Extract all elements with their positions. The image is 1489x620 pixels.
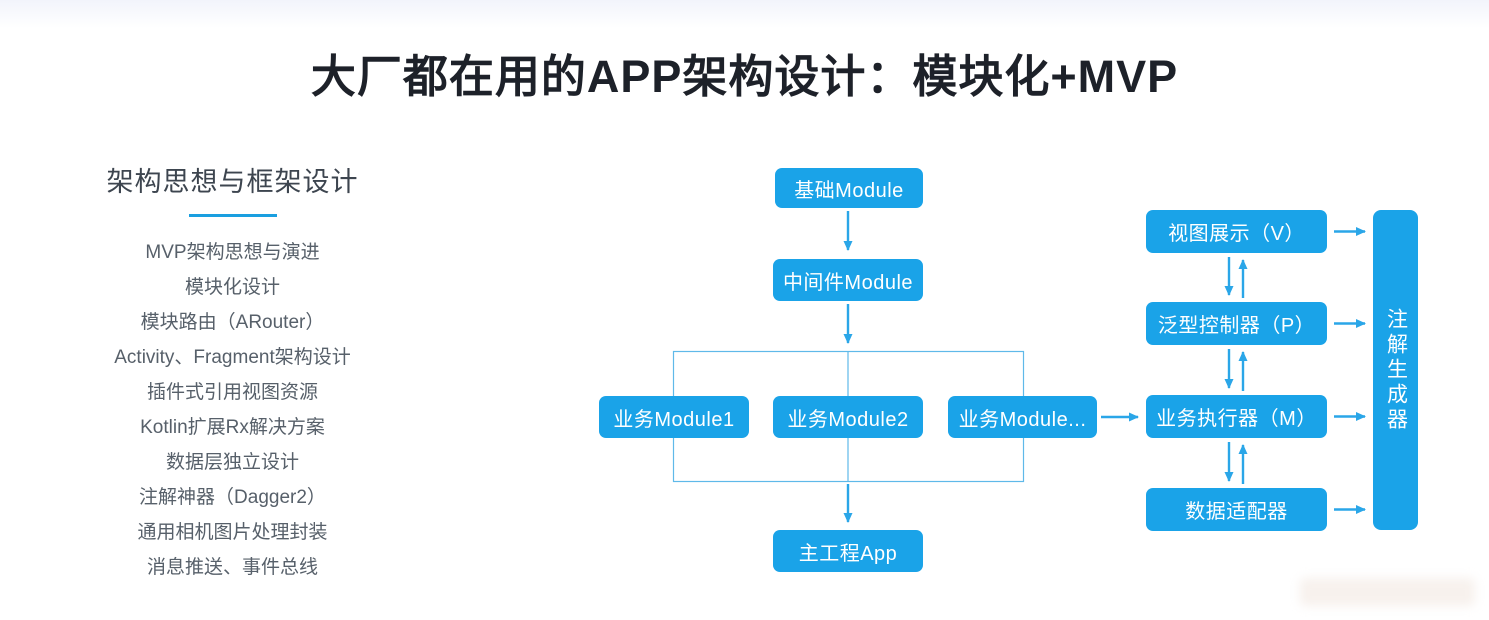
outline-item: 通用相机图片处理封装 xyxy=(137,522,328,543)
node-business-module-more: 业务Module... xyxy=(948,396,1097,438)
node-annotation-generator: 注解生成器 xyxy=(1373,210,1418,530)
node-data-adapter: 数据适配器 xyxy=(1146,488,1327,531)
course-outline-panel: 架构思想与框架设计 MVP架构思想与演进 模块化设计 模块路由（ARouter）… xyxy=(60,160,405,585)
node-business-module-1: 业务Module1 xyxy=(599,396,749,438)
arrow-double-vertical-icon xyxy=(1224,257,1248,484)
outline-item: Kotlin扩展Rx解决方案 xyxy=(140,417,325,438)
node-main-app: 主工程App xyxy=(773,530,923,572)
node-model-m: 业务执行器（M） xyxy=(1146,395,1327,438)
node-base-module: 基础Module xyxy=(775,168,923,208)
outline-item: 插件式引用视图资源 xyxy=(146,382,318,403)
outline-item: 模块路由（ARouter） xyxy=(140,312,325,333)
outline-item: MVP架构思想与演进 xyxy=(145,242,320,263)
node-business-module-2: 业务Module2 xyxy=(773,396,923,438)
node-middleware-module: 中间件Module xyxy=(773,259,923,301)
title-underline xyxy=(188,214,277,217)
outline-item: 注解神器（Dagger2） xyxy=(139,487,326,508)
outline-item: Activity、Fragment架构设计 xyxy=(114,347,351,368)
outline-list: MVP架构思想与演进 模块化设计 模块路由（ARouter） Activity、… xyxy=(60,235,405,585)
page-title: 大厂都在用的APP架构设计：模块化+MVP xyxy=(310,51,1179,102)
outline-title: 架构思想与框架设计 xyxy=(106,167,359,197)
outline-item: 模块化设计 xyxy=(184,277,280,298)
outline-item: 消息推送、事件总线 xyxy=(146,557,318,578)
node-view-v: 视图展示（V） xyxy=(1146,210,1327,253)
arrow-right-icon xyxy=(1334,227,1366,514)
outline-item: 数据层独立设计 xyxy=(165,452,299,473)
node-presenter-p: 泛型控制器（P） xyxy=(1146,302,1327,345)
